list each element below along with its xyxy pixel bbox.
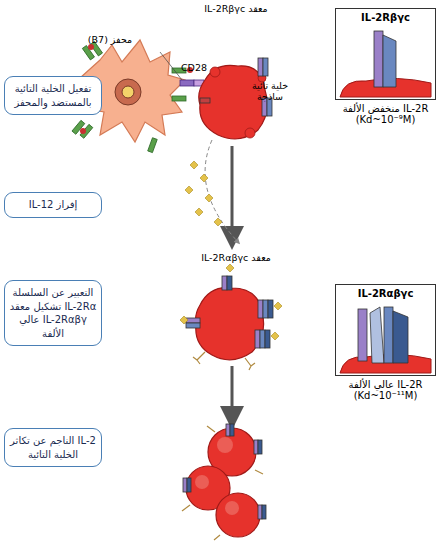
part-label: CD28 [176, 62, 212, 73]
step-text: تفعيل الخلية التائية بالمستضد والمحفز [9, 82, 97, 109]
inset-panel: IL-2RβγcIL-2R منخفض الألفة(Kd~10⁻⁹M) [335, 8, 436, 125]
process-box: التعبير عن السلسلة IL-2Rα تشكيل معقد IL-… [4, 280, 102, 346]
process-box: تفعيل الخلية التائية بالمستضد والمحفز [4, 76, 102, 115]
affinity-label: (Kd~10⁻⁹M) [335, 114, 436, 125]
receptor-name: IL-2Rβγc [336, 9, 435, 23]
process-box: IL-2 الناجم عن تكاثر الخلية التائية [4, 428, 102, 467]
affinity-label: IL-2R منخفض الألفة [335, 103, 436, 114]
affinity-label: IL-2R عالي الألفة [335, 379, 436, 390]
step-text: IL-2 الناجم عن تكاثر الخلية التائية [9, 434, 97, 461]
receptor-name: IL-2Rαβγc [336, 285, 435, 299]
part-label: معقد IL-2Rβγc [201, 3, 271, 14]
part-label: معقد IL-2Rαβγc [196, 252, 276, 263]
inset-panel: IL-2RαβγcIL-2R عالي الألفة(Kd~10⁻¹¹M) [335, 284, 436, 401]
inset-frame: IL-2Rβγc [335, 8, 436, 100]
affinity-label: (Kd~10⁻¹¹M) [335, 390, 436, 401]
step-text: إفراز IL-12 [9, 198, 97, 212]
part-label: خلية تائية ساذجة [245, 80, 295, 103]
part-label: محفز (B7) [79, 34, 141, 45]
process-box: إفراز IL-12 [4, 192, 102, 218]
inset-frame: IL-2Rαβγc [335, 284, 436, 376]
step-text: التعبير عن السلسلة IL-2Rα تشكيل معقد IL-… [9, 286, 97, 340]
